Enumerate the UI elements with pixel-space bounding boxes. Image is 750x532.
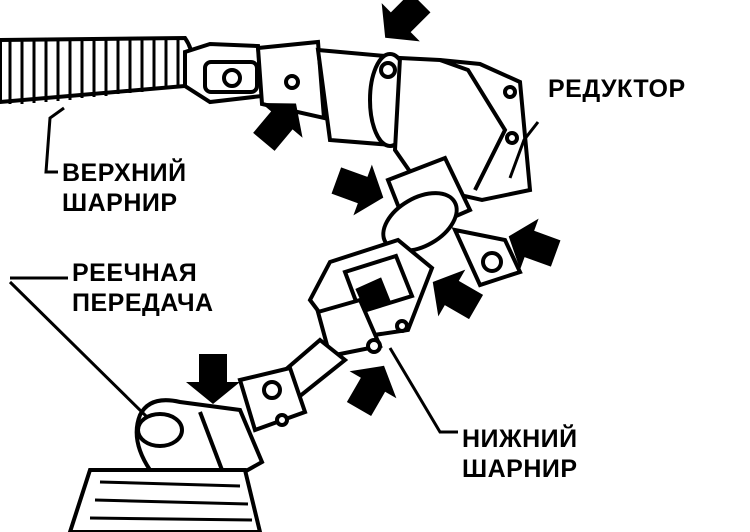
label-lower-joint-2: ШАРНИР [462, 455, 578, 483]
leader-lines [8, 106, 540, 434]
label-gearbox: РЕДУКТОР [548, 75, 686, 103]
arrow-icon [366, 0, 440, 57]
lower-shaft-drawing [237, 337, 349, 433]
label-rack-2: ПЕРЕДАЧА [72, 289, 214, 317]
corrugated-boot [0, 35, 195, 105]
arrow-icon [327, 155, 393, 223]
label-lower-joint-1: НИЖНИЙ [462, 425, 578, 453]
label-rack-1: РЕЕЧНАЯ [72, 259, 198, 287]
arrow-icon [186, 354, 240, 404]
intermediate-shaft-drawing [381, 155, 523, 288]
label-upper-joint-1: ВЕРХНИЙ [62, 159, 187, 187]
upper-joint-drawing [183, 39, 327, 121]
arrow-icon [335, 352, 408, 423]
label-upper-joint-2: ШАРНИР [62, 189, 178, 217]
rack-housing-drawing [67, 398, 265, 532]
lower-joint-drawing [307, 237, 435, 359]
